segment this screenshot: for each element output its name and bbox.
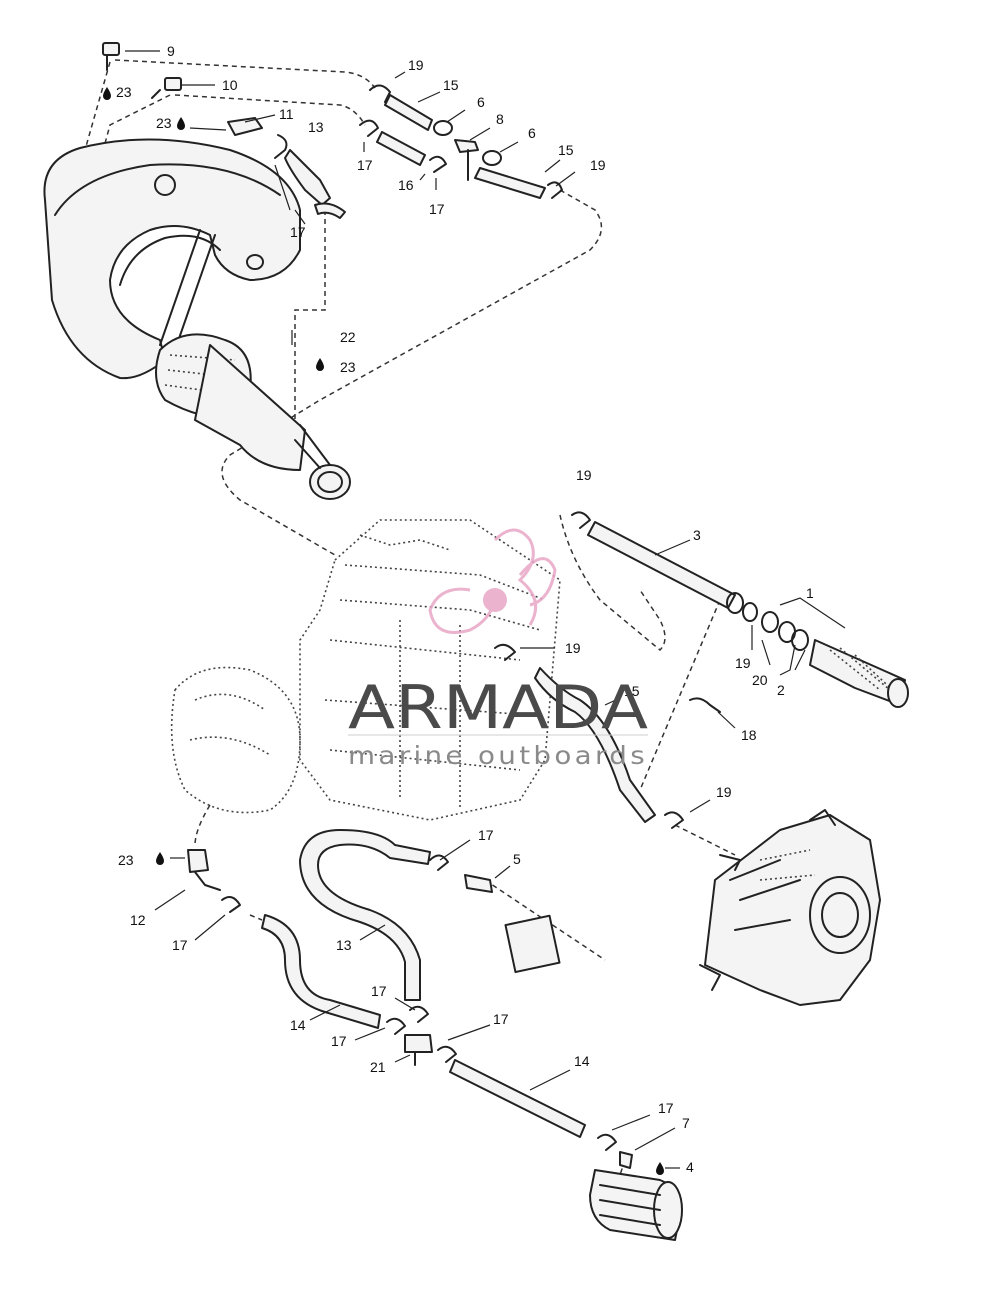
callout-22: 22 bbox=[340, 329, 356, 345]
watermark-brand: ARMADA bbox=[348, 673, 648, 743]
callout-14: 14 bbox=[574, 1053, 590, 1069]
callout-17: 17 bbox=[493, 1011, 509, 1027]
callout-9: 9 bbox=[167, 43, 175, 59]
callout-2: 2 bbox=[777, 682, 785, 698]
sealant-drop-icon bbox=[156, 852, 164, 865]
callout-6: 6 bbox=[477, 94, 485, 110]
callout-15: 15 bbox=[443, 77, 459, 93]
callout-10: 10 bbox=[222, 77, 238, 93]
right-fittings bbox=[494, 511, 909, 829]
upper-fittings bbox=[102, 42, 563, 219]
sealant-drop-icon bbox=[177, 117, 185, 130]
armada-watermark: ARMADA marine outboards bbox=[348, 528, 648, 770]
callout-19: 19 bbox=[590, 157, 606, 173]
callout-19: 19 bbox=[735, 655, 751, 671]
callout-17: 17 bbox=[429, 201, 445, 217]
sealant-drops bbox=[103, 87, 664, 1175]
callout-15: 15 bbox=[624, 683, 640, 699]
callout-13: 13 bbox=[336, 937, 352, 953]
callout-17: 17 bbox=[331, 1033, 347, 1049]
callout-5: 5 bbox=[513, 851, 521, 867]
callout-3: 3 bbox=[693, 527, 701, 543]
jet-pump bbox=[699, 809, 881, 1006]
callout-11: 11 bbox=[279, 106, 294, 122]
routing-lines bbox=[79, 59, 736, 1176]
callout-7: 7 bbox=[682, 1115, 690, 1131]
callout-23: 23 bbox=[340, 359, 356, 375]
engine-block bbox=[170, 519, 561, 821]
sealant-drop-icon bbox=[103, 87, 111, 100]
callout-17: 17 bbox=[478, 827, 494, 843]
callout-20: 20 bbox=[752, 672, 768, 688]
callout-16: 16 bbox=[398, 177, 414, 193]
sealant-drop-icon bbox=[656, 1162, 664, 1175]
armada-logo-mark bbox=[428, 528, 557, 634]
callout-23: 23 bbox=[156, 115, 172, 131]
callout-21: 21 bbox=[370, 1059, 386, 1075]
lower-fittings bbox=[187, 829, 683, 1241]
exhaust-muffler bbox=[43, 138, 351, 500]
callout-17: 17 bbox=[658, 1100, 674, 1116]
callout-12: 12 bbox=[130, 912, 146, 928]
callout-18: 18 bbox=[741, 727, 757, 743]
callout-17: 17 bbox=[172, 937, 188, 953]
callout-13: 13 bbox=[308, 119, 324, 135]
callout-4: 4 bbox=[686, 1159, 694, 1175]
callout-8: 8 bbox=[496, 111, 504, 127]
callout-17: 17 bbox=[357, 157, 373, 173]
callout-17: 17 bbox=[371, 983, 387, 999]
callout-23: 23 bbox=[116, 84, 132, 100]
callout-15: 15 bbox=[558, 142, 574, 158]
watermark-subtitle: marine outboards bbox=[348, 741, 648, 770]
sealant-drop-icon bbox=[316, 358, 324, 371]
callout-6: 6 bbox=[528, 125, 536, 141]
callout-19: 19 bbox=[576, 467, 592, 483]
callout-1: 1 bbox=[806, 585, 814, 601]
callout-17: 17 bbox=[290, 224, 306, 240]
callout-19: 19 bbox=[565, 640, 581, 656]
callout-19: 19 bbox=[716, 784, 732, 800]
callout-14: 14 bbox=[290, 1017, 306, 1033]
callout-23: 23 bbox=[118, 852, 134, 868]
callout-labels: 9 23 10 23 11 13 19 15 6 8 6 15 19 17 16… bbox=[116, 43, 814, 1175]
leader-lines bbox=[125, 50, 846, 1169]
callout-19: 19 bbox=[408, 57, 424, 73]
